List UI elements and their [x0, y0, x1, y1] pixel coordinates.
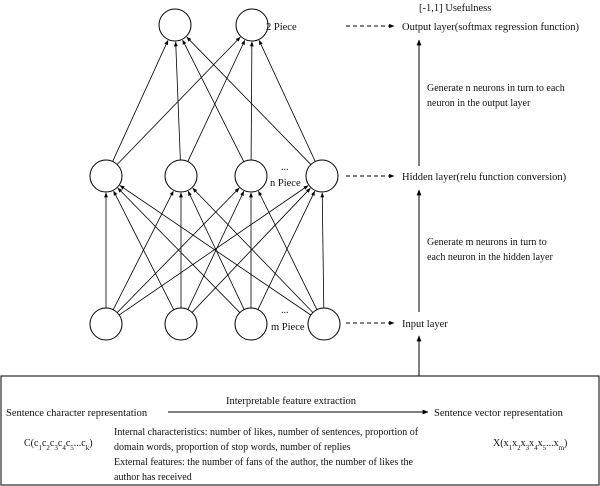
external-features-line-1: External features: the number of fans of… — [114, 457, 414, 468]
hidden-output-connection-3 — [187, 39, 246, 162]
input-layer-label: Input layer — [402, 319, 448, 330]
hidden-ellipsis: ... — [281, 162, 289, 173]
input-ellipsis: ... — [281, 305, 289, 316]
network-neurons — [89, 8, 341, 341]
hidden-output-connection-0 — [112, 40, 169, 162]
sentence-character-label: Sentence character representation — [6, 408, 148, 419]
hidden-neuron-3 — [234, 159, 268, 193]
output-count-label: 2 Piece — [266, 22, 297, 33]
hidden-neuron-2 — [164, 159, 198, 193]
input-neuron-3 — [234, 307, 268, 341]
hidden-output-connection-2 — [173, 41, 181, 161]
input-hidden-connection-13 — [192, 187, 314, 313]
hidden-neuron-4 — [305, 159, 339, 193]
output-range-label: [-1,1] Usefulness — [419, 3, 491, 14]
feature-extraction-box — [0, 375, 600, 486]
lower-step-line-1: Generate m neurons in turn to — [427, 237, 547, 248]
extraction-label: Interpretable feature extraction — [226, 396, 357, 407]
hidden-output-connection-7 — [258, 39, 316, 162]
hidden-count-label: n Piece — [270, 178, 301, 189]
hidden-layer-label: Hidden layer(relu function conversion) — [402, 172, 567, 183]
input-hidden-connection-3 — [118, 185, 309, 316]
input-neuron-1 — [89, 307, 123, 341]
external-features-line-2: author has received — [114, 472, 192, 483]
hidden-output-connection-6 — [186, 36, 312, 165]
hidden-output-connection-4 — [182, 39, 245, 162]
internal-features-line-1: Internal characteristics: number of like… — [114, 427, 419, 438]
input-count-label: m Piece — [271, 322, 305, 333]
network-connections — [104, 36, 325, 316]
output-layer-label: Output layer(softmax regression function… — [402, 22, 579, 33]
input-hidden-connection-12 — [119, 185, 311, 316]
input-hidden-connection-4 — [113, 190, 175, 310]
output-neuron-2 — [235, 8, 269, 42]
output-neuron-1 — [158, 8, 192, 42]
input-hidden-connection-8 — [117, 187, 241, 313]
x-formula: X(x1x2x3x4x5...xm) — [493, 438, 567, 452]
hidden-output-connection-1 — [116, 36, 241, 165]
hidden-output-connection-5 — [249, 41, 254, 161]
upper-step-line-1: Generate n neurons in turn to each — [427, 83, 565, 94]
input-hidden-connection-14 — [258, 190, 318, 310]
upper-step-line-2: neuron in the output layer — [427, 98, 531, 109]
input-hidden-connection-15 — [320, 192, 325, 309]
hidden-neuron-1 — [89, 159, 123, 193]
input-hidden-connection-1 — [112, 190, 174, 310]
input-neuron-2 — [164, 307, 198, 341]
c-formula: C(c1c2c3c4c5...ck) — [24, 438, 93, 452]
lower-step-line-2: each neuron in the hidden layer — [427, 252, 553, 263]
input-neuron-4 — [307, 307, 341, 341]
input-hidden-connection-2 — [116, 187, 240, 313]
input-hidden-connection-11 — [257, 190, 316, 310]
sentence-vector-label: Sentence vector representation — [434, 408, 564, 419]
internal-features-line-2: domain words, proportion of stop words, … — [114, 442, 351, 453]
